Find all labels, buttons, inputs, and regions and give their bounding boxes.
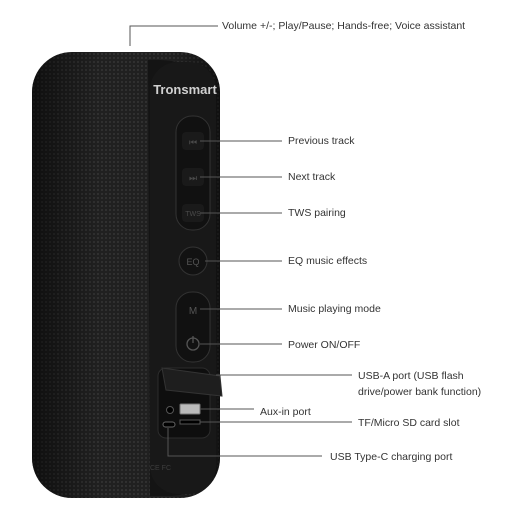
usb-a-callout: USB-A port (USB flash drive/power bank f… <box>358 370 482 398</box>
tws-callout: TWS pairing <box>288 207 346 219</box>
previous-track-button: ⏮ <box>182 132 204 150</box>
brand-logo: Tronsmart <box>153 82 217 97</box>
volume-callout: Volume +/-; Play/Pause; Hands-free; Voic… <box>222 20 466 32</box>
certification-marks: CE FC <box>150 465 171 472</box>
svg-text:⏭: ⏭ <box>189 173 197 183</box>
tf-callout: TF/Micro SD card slot <box>358 417 460 429</box>
music-mode-button: M <box>189 306 197 317</box>
mode-callout: Music playing mode <box>288 303 381 315</box>
eq-callout: EQ music effects <box>288 255 368 267</box>
aux-in-port <box>166 406 174 414</box>
usb-c-port <box>162 421 176 428</box>
tws-button: TWS <box>182 204 204 222</box>
eq-button-label: EQ <box>186 257 199 267</box>
tws-button-label: TWS <box>185 211 201 218</box>
aux-callout: Aux-in port <box>260 406 311 418</box>
tf-card-slot <box>179 419 201 425</box>
next-track-callout: Next track <box>288 171 336 183</box>
port-area <box>157 367 223 439</box>
mode-button-label: M <box>189 306 197 317</box>
eq-button: EQ <box>178 246 208 276</box>
usb-c-callout: USB Type-C charging port <box>330 451 453 463</box>
power-button <box>186 336 200 351</box>
mode-power-strip <box>175 291 211 363</box>
power-callout: Power ON/OFF <box>288 339 361 351</box>
next-track-button: ⏭ <box>182 168 204 186</box>
usb-a-port <box>179 403 201 415</box>
previous-track-callout: Previous track <box>288 135 355 147</box>
svg-text:⏮: ⏮ <box>189 137 197 147</box>
callout-lines <box>129 25 352 457</box>
